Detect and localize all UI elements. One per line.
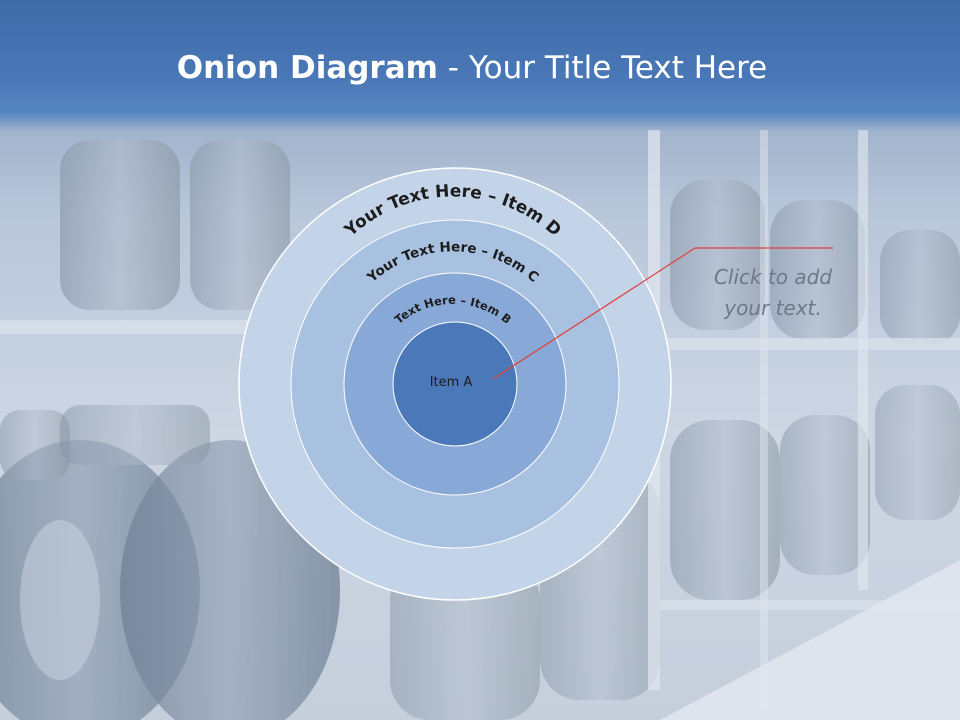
callout-connector-line xyxy=(492,247,833,380)
slide-title[interactable]: Onion Diagram - Your Title Text Here xyxy=(0,48,944,88)
callout-line-2: your text. xyxy=(724,296,822,320)
ring-a-label: Item A xyxy=(430,375,473,390)
callout-text-box[interactable]: Click to add your text. xyxy=(690,262,856,324)
onion-ring-a[interactable] xyxy=(392,321,518,447)
title-bold: Onion Diagram xyxy=(176,50,438,86)
header-band xyxy=(0,0,960,132)
callout-line-1: Click to add xyxy=(713,265,833,289)
title-rest: - Your Title Text Here xyxy=(437,50,768,86)
